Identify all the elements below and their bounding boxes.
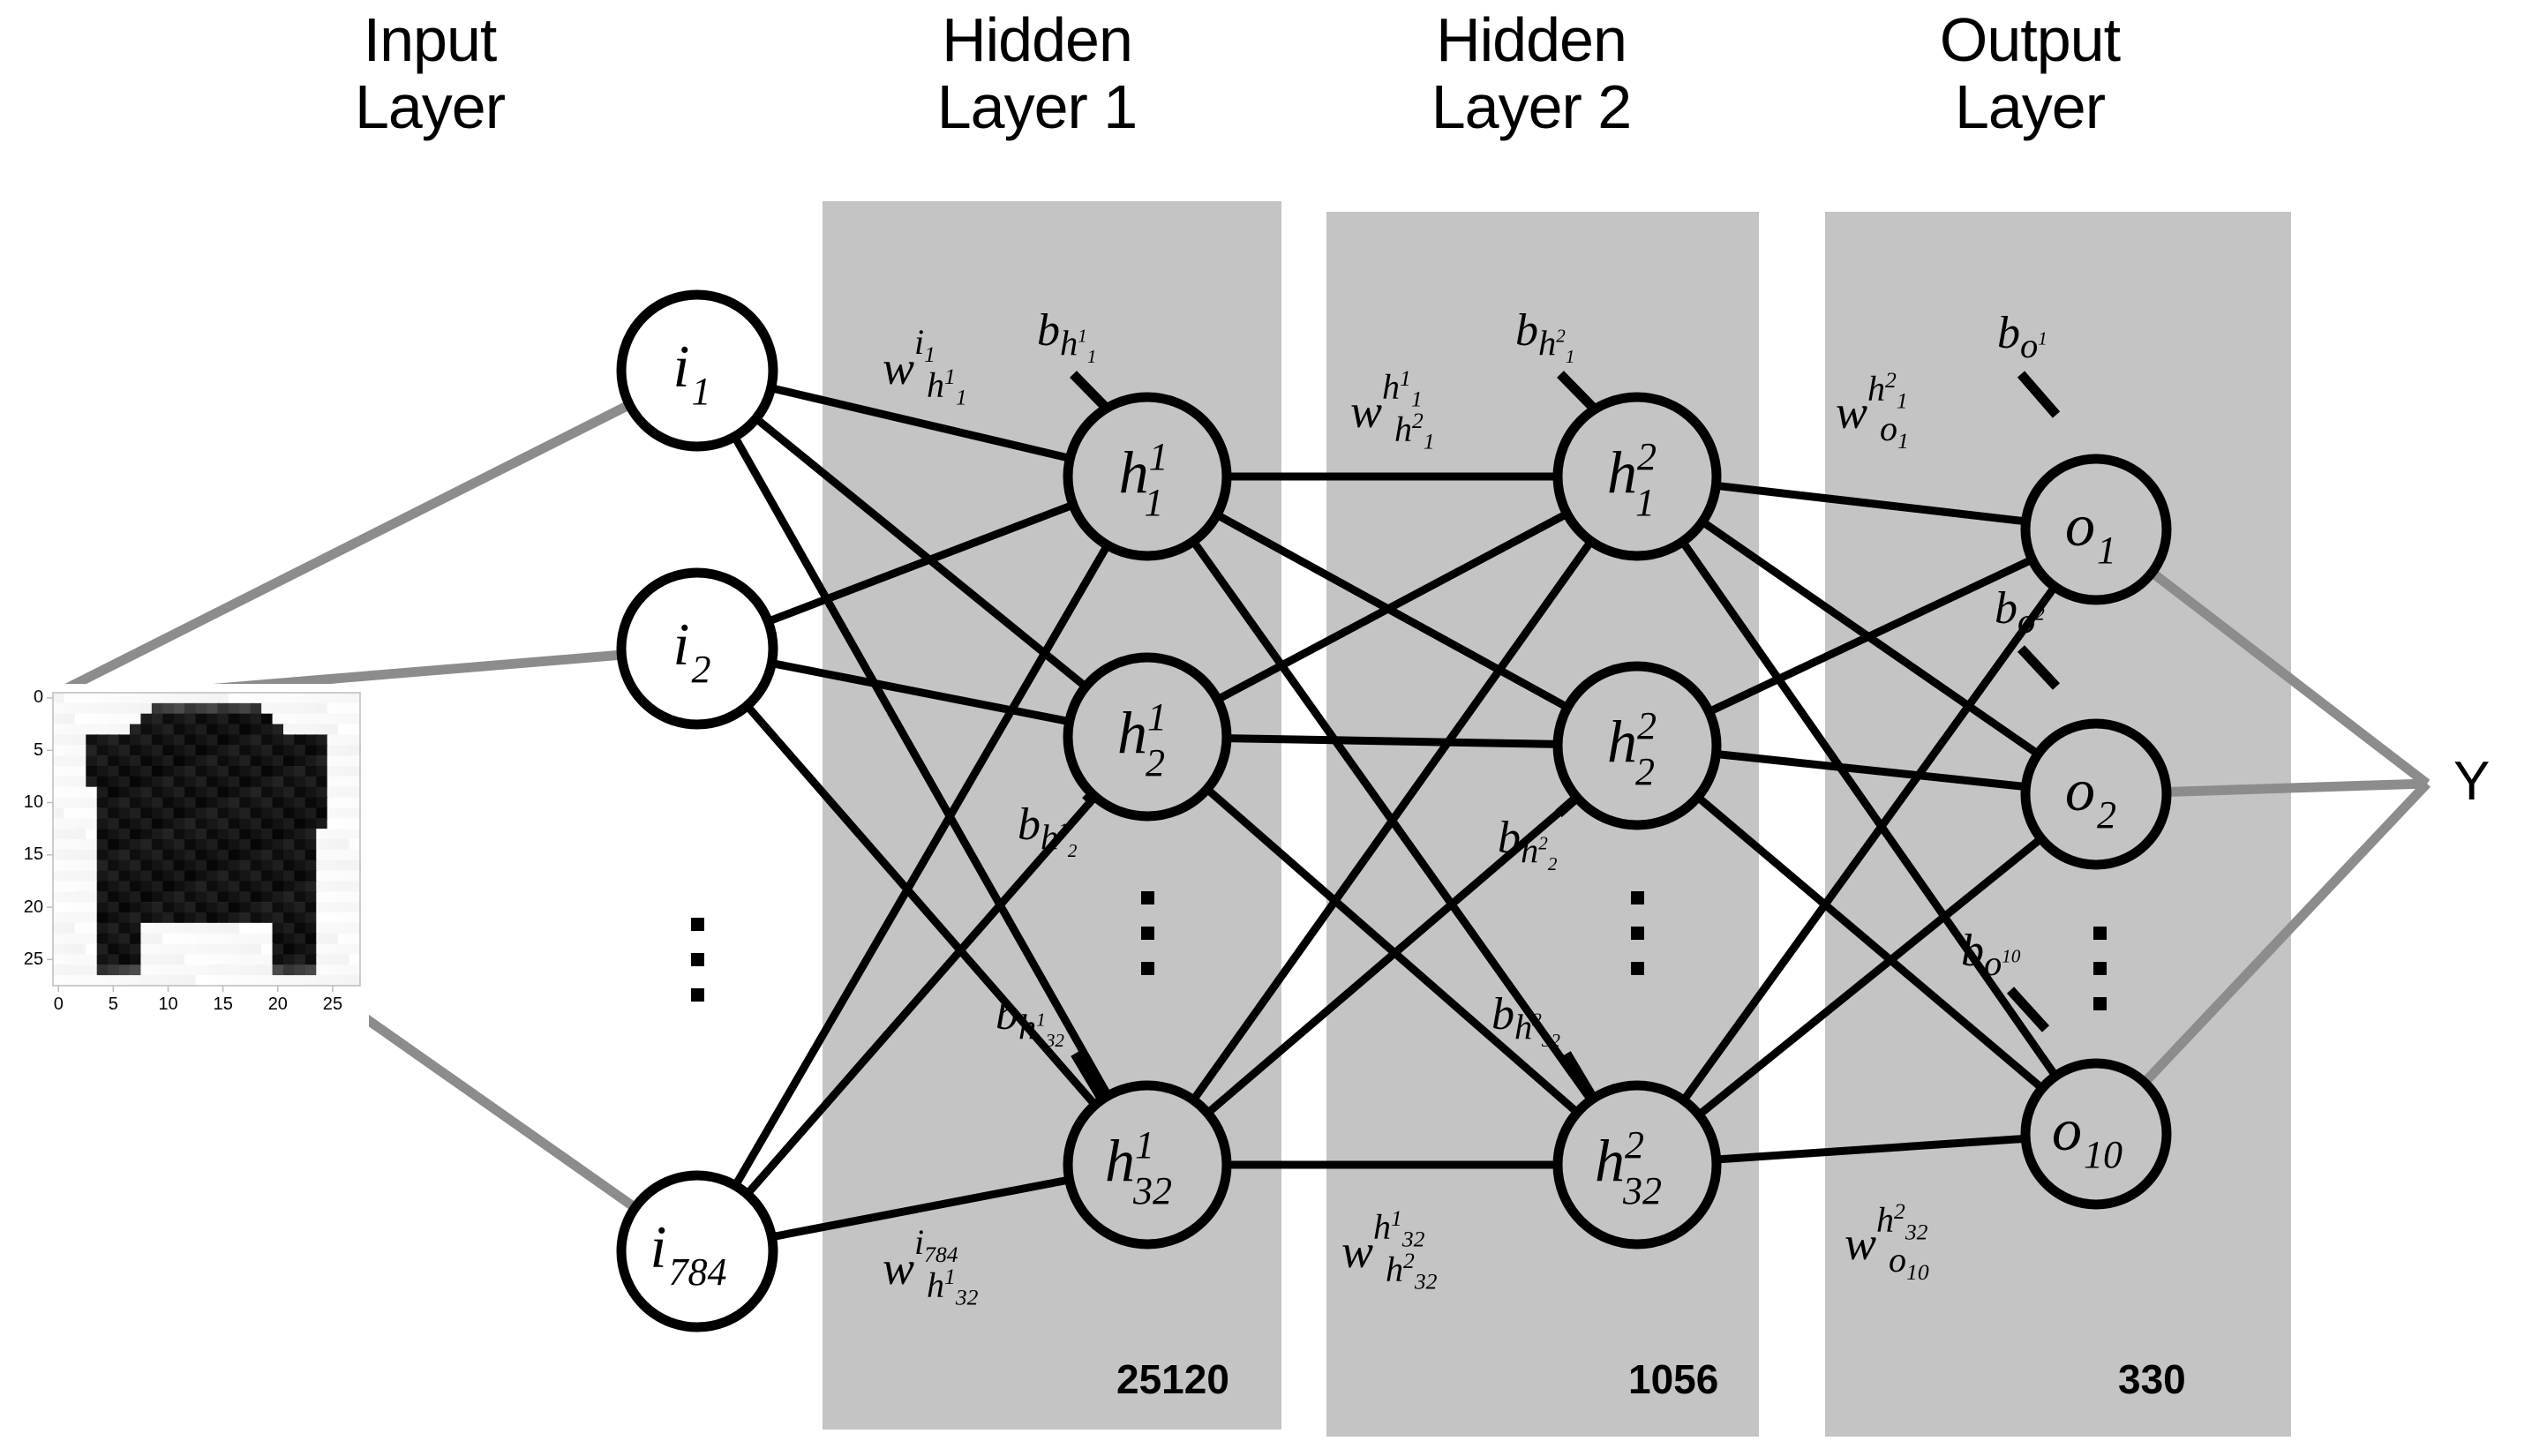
- node-circle-h2_2: [1552, 661, 1722, 830]
- edge-input-0-h1-1: [753, 415, 1089, 690]
- node-o1[interactable]: o1: [2020, 454, 2172, 605]
- layer-title-hidden1: Hidden Layer 1: [936, 5, 1138, 141]
- bias-label-b-h1-1: bh11: [1037, 305, 1097, 368]
- output-target-label: Y: [2453, 751, 2491, 812]
- connector-thumb-i784: [341, 999, 638, 1212]
- layer-title-hidden2: Hidden Layer 2: [1431, 5, 1632, 141]
- bias-label-b-h1-32: bh132: [996, 989, 1064, 1052]
- param-count-output-panel: 330: [2118, 1356, 2186, 1402]
- bias-tick-b-h1-32: [1071, 1051, 1107, 1102]
- edge-h2-1-o-0: [1707, 556, 2034, 716]
- edge-h2-0-o-2: [1679, 539, 2059, 1078]
- node-label-o1: o1: [2065, 492, 2116, 572]
- node-o10[interactable]: o10: [2020, 1058, 2172, 1210]
- node-i2[interactable]: i2: [616, 567, 778, 730]
- layer-title-output: Output Layer: [1939, 5, 2121, 141]
- edge-h2-1-o-1: [1716, 749, 2026, 792]
- bias-tick-b-o1: [2017, 371, 2061, 418]
- node-circle-h1_32: [1063, 1080, 1232, 1250]
- bias-label-b-h2-32: bh232: [1491, 989, 1560, 1052]
- connector-o1-y: [2149, 568, 2431, 788]
- edge-input-2-h1-2: [770, 1175, 1071, 1242]
- layer-title-input: Input Layer: [354, 5, 506, 141]
- edge-input-1-h1-0: [766, 500, 1075, 626]
- bias-tick-b-o2: [2017, 645, 2061, 690]
- connector-thumb-i1: [34, 400, 632, 708]
- param-count-hidden2-panel: 1056: [1628, 1356, 1719, 1402]
- edge-h1-1-h2-0: [1215, 510, 1569, 703]
- node-i784[interactable]: i784: [616, 1170, 778, 1332]
- bias-tick-b-h2-32: [1562, 1051, 1598, 1102]
- dots-hidden1: [1141, 891, 1154, 997]
- connector-o2-y: [2166, 778, 2428, 797]
- node-circle-h1_2: [1063, 652, 1232, 822]
- bias-label-b-o10: bo10: [1961, 926, 2021, 984]
- bias-label-b-h2-2: bh22: [1498, 813, 1558, 875]
- node-circle-o1: [2020, 454, 2172, 605]
- dots-hidden2: [1631, 891, 1644, 997]
- edge-input-0-h1-0: [770, 384, 1071, 462]
- edge-h1-2-h2-1: [1205, 794, 1580, 1116]
- bias-label-b-h2-1: bh21: [1515, 305, 1575, 368]
- node-label-i1: i1: [673, 333, 711, 413]
- edge-input-0-h1-2: [731, 434, 1112, 1098]
- bias-label-b-o1: bo1: [1997, 308, 2047, 366]
- input-image-thumbnail: [16, 684, 369, 1028]
- edge-h2-1-o-2: [1694, 793, 2045, 1092]
- node-label-o2: o2: [2065, 756, 2116, 837]
- edge-input-2-h1-0: [732, 543, 1111, 1188]
- node-i1[interactable]: i1: [616, 289, 778, 452]
- node-label-i784: i784: [650, 1213, 727, 1294]
- node-o2[interactable]: o2: [2020, 718, 2172, 870]
- dots-input: [691, 918, 704, 1024]
- node-circle-o10: [2020, 1058, 2172, 1210]
- edge-input-1-h1-2: [744, 702, 1099, 1108]
- node-label-i2: i2: [673, 611, 711, 691]
- thumbnail-canvas: [16, 684, 369, 1028]
- edge-input-1-h1-1: [770, 659, 1071, 726]
- node-circle-h2_32: [1552, 1080, 1722, 1250]
- edge-h2-2-o-2: [1716, 1134, 2026, 1164]
- node-circle-i1: [616, 289, 778, 452]
- bias-label-b-o2: bo2: [1995, 583, 2045, 642]
- edge-h2-0-o-0: [1715, 481, 2027, 526]
- node-circle-h1_1: [1063, 392, 1232, 561]
- node-circle-h2_1: [1552, 392, 1722, 561]
- bias-tick-b-o10: [2006, 987, 2050, 1032]
- bias-label-b-h1-2: bh12: [1018, 799, 1078, 862]
- node-circle-i784: [616, 1170, 778, 1332]
- edge-h2-2-o-1: [1696, 835, 2044, 1118]
- connector-o10-y: [2140, 780, 2431, 1086]
- dots-output: [2093, 927, 2107, 1032]
- edge-h1-2-h2-0: [1190, 538, 1595, 1103]
- edge-input-2-h1-1: [744, 793, 1099, 1197]
- edge-h2-2-o-0: [1680, 584, 2058, 1103]
- node-circle-i2: [616, 567, 778, 730]
- param-count-hidden1-panel: 25120: [1116, 1356, 1229, 1402]
- edge-h1-1-h2-1: [1226, 734, 1559, 748]
- node-label-o10: o10: [2052, 1096, 2123, 1176]
- node-circle-o2: [2020, 718, 2172, 870]
